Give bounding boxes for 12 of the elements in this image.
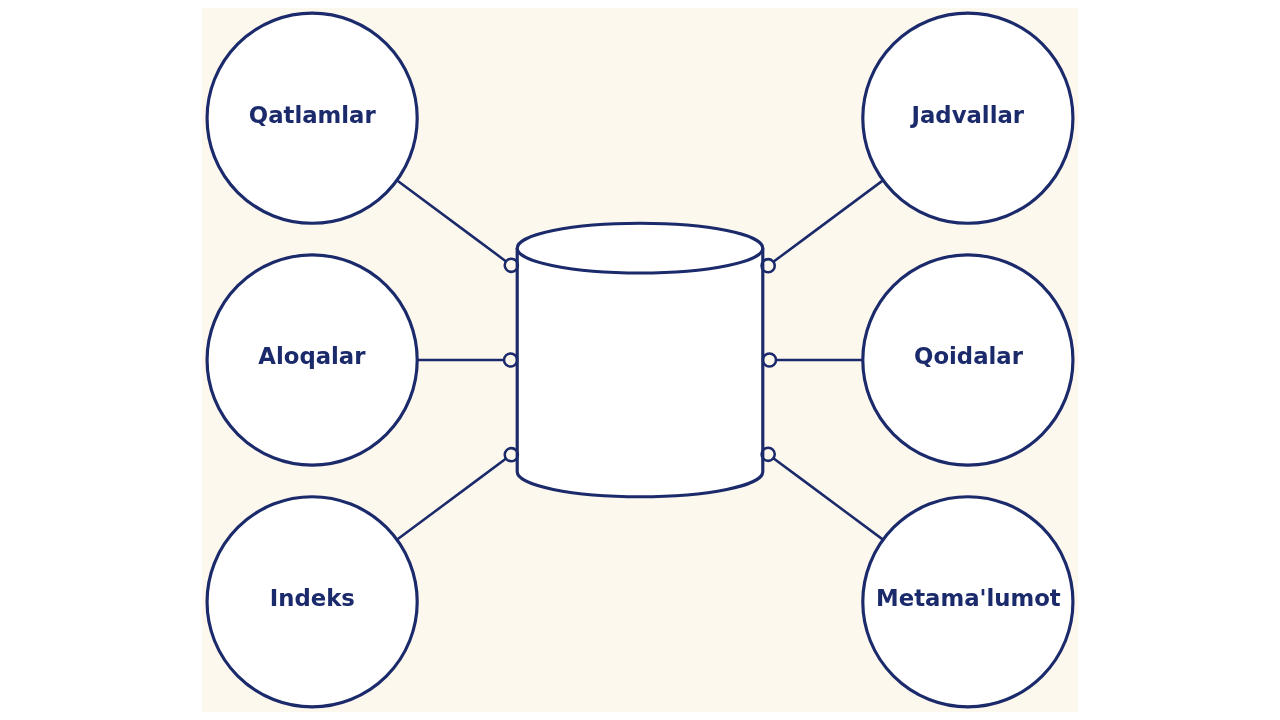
node-circle: Qoidalar <box>861 253 1075 467</box>
node-circle: Aloqalar <box>205 253 419 467</box>
connector <box>417 352 519 368</box>
connector <box>761 352 863 368</box>
node-circle: Jadvallar <box>861 11 1075 225</box>
connector <box>396 179 520 274</box>
node-circle: Indeks <box>205 495 419 709</box>
connector <box>760 179 884 274</box>
connector <box>760 446 884 541</box>
node-circle: Qatlamlar <box>205 11 419 225</box>
connector <box>396 446 520 541</box>
node-circle: Metama'lumot <box>861 495 1075 709</box>
